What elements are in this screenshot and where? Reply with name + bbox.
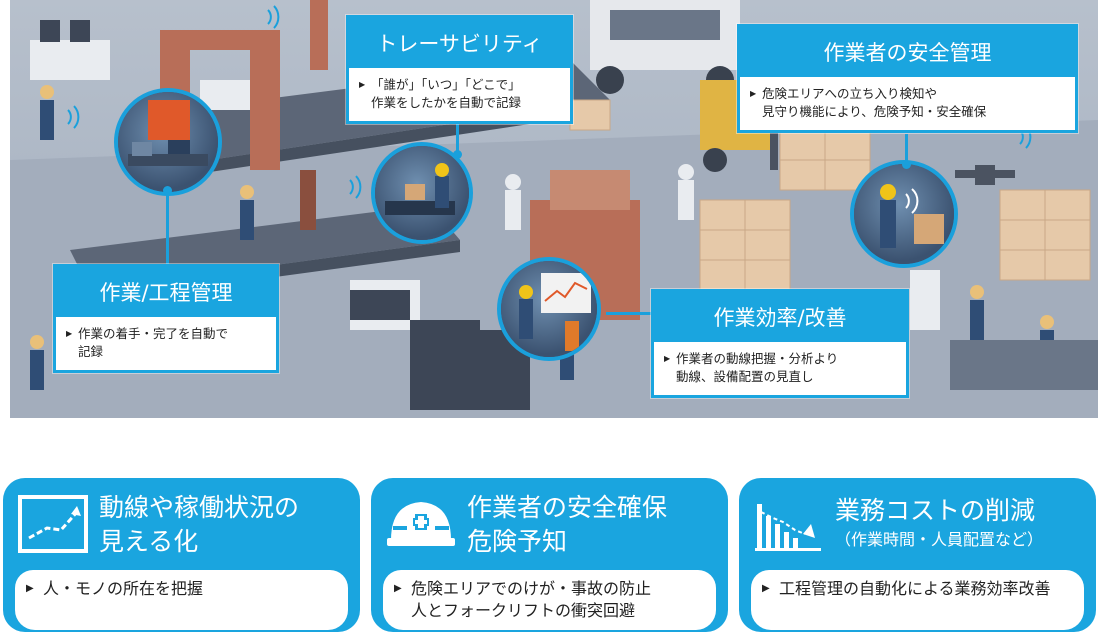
callout-body: 危険エリアへの立ち入り検知や 見守り機能により、危険予知・安全確保 [740,77,1075,130]
card-cost-reduction: 業務コストの削減 （作業時間・人員配置など） 工程管理の自動化による業務効率改善 [739,478,1096,632]
zoom-lens-process [114,88,222,196]
card-body: 人・モノの所在を把握 [15,570,348,630]
callout-title: トレーサビリティ [376,32,543,56]
card-title-line: 見える化 [99,527,199,556]
callout-line: 「誰が」「いつ」「どこで」 [371,77,521,92]
callout-body: 「誰が」「いつ」「どこで」 作業をしたかを自動で記録 [349,68,570,121]
zoom-lens-safety [850,160,958,268]
callout-line: 記録 [78,344,104,359]
zoom-lens-traceability [371,142,473,244]
callout-body: 作業の着手・完了を自動で 記録 [56,317,276,370]
callout-body: 作業者の動線把握・分析より 動線、設備配置の見直し [654,342,906,395]
callout-title: 作業/工程管理 [99,281,233,305]
callout-line: 見守り機能により、危険予知・安全確保 [762,104,987,119]
card-title: 作業者の安全確保 危険予知 [467,491,667,559]
callout-line: 危険エリアへの立ち入り検知や [762,86,938,101]
callout-worker-safety: 作業者の安全管理 危険エリアへの立ち入り検知や 見守り機能により、危険予知・安全… [737,24,1078,133]
zoom-lens-efficiency [497,257,601,361]
callout-line: 動線、設備配置の見直し [676,369,814,384]
callout-traceability: トレーサビリティ 「誰が」「いつ」「どこで」 作業をしたかを自動で記録 [346,15,573,124]
callout-line: 作業者の動線把握・分析より [676,351,839,366]
card-title-line: 業務コストの削減 [835,496,1036,525]
callout-line: 作業をしたかを自動で記録 [371,95,522,110]
connector-dot-traceability [453,150,462,159]
callout-title: 作業者の安全管理 [823,41,992,65]
connector-dot-process [163,186,172,195]
connector-process [166,190,169,264]
cost-reduction-chart-icon [755,504,821,551]
card-worker-safety: 作業者の安全確保 危険予知 危険エリアでのけが・事故の防止 人とフォークリフトの… [371,478,728,632]
safety-helmet-icon [387,502,455,546]
connector-safety [905,134,908,164]
card-subtitle: （作業時間・人員配置など） [835,530,1044,549]
card-title-line: 動線や稼働状況の [99,493,300,522]
card-body: 危険エリアでのけが・事故の防止 人とフォークリフトの衝突回避 [383,570,716,630]
card-title: 業務コストの削減 （作業時間・人員配置など） [835,494,1043,552]
card-body-line: 危険エリアでのけが・事故の防止 [394,578,704,600]
callout-process-management: 作業/工程管理 作業の着手・完了を自動で 記録 [53,264,279,373]
card-body-line: 工程管理の自動化による業務効率改善 [762,578,1072,600]
card-title: 動線や稼働状況の 見える化 [99,491,299,559]
trend-chart-icon [18,495,88,553]
connector-dot-safety [902,160,911,169]
card-visualization: 動線や稼働状況の 見える化 人・モノの所在を把握 [3,478,360,632]
card-body-line: 人・モノの所在を把握 [26,578,336,600]
card-title-line: 作業者の安全確保 [467,493,668,522]
card-body: 工程管理の自動化による業務効率改善 [751,570,1084,630]
callout-efficiency: 作業効率/改善 作業者の動線把握・分析より 動線、設備配置の見直し [651,289,909,398]
connector-efficiency [606,312,652,315]
callout-title: 作業効率/改善 [713,306,847,330]
card-body-line: 人とフォークリフトの衝突回避 [411,601,636,620]
connector-traceability [456,122,459,152]
callout-line: 作業の着手・完了を自動で [78,326,229,341]
card-title-line: 危険予知 [467,527,568,556]
